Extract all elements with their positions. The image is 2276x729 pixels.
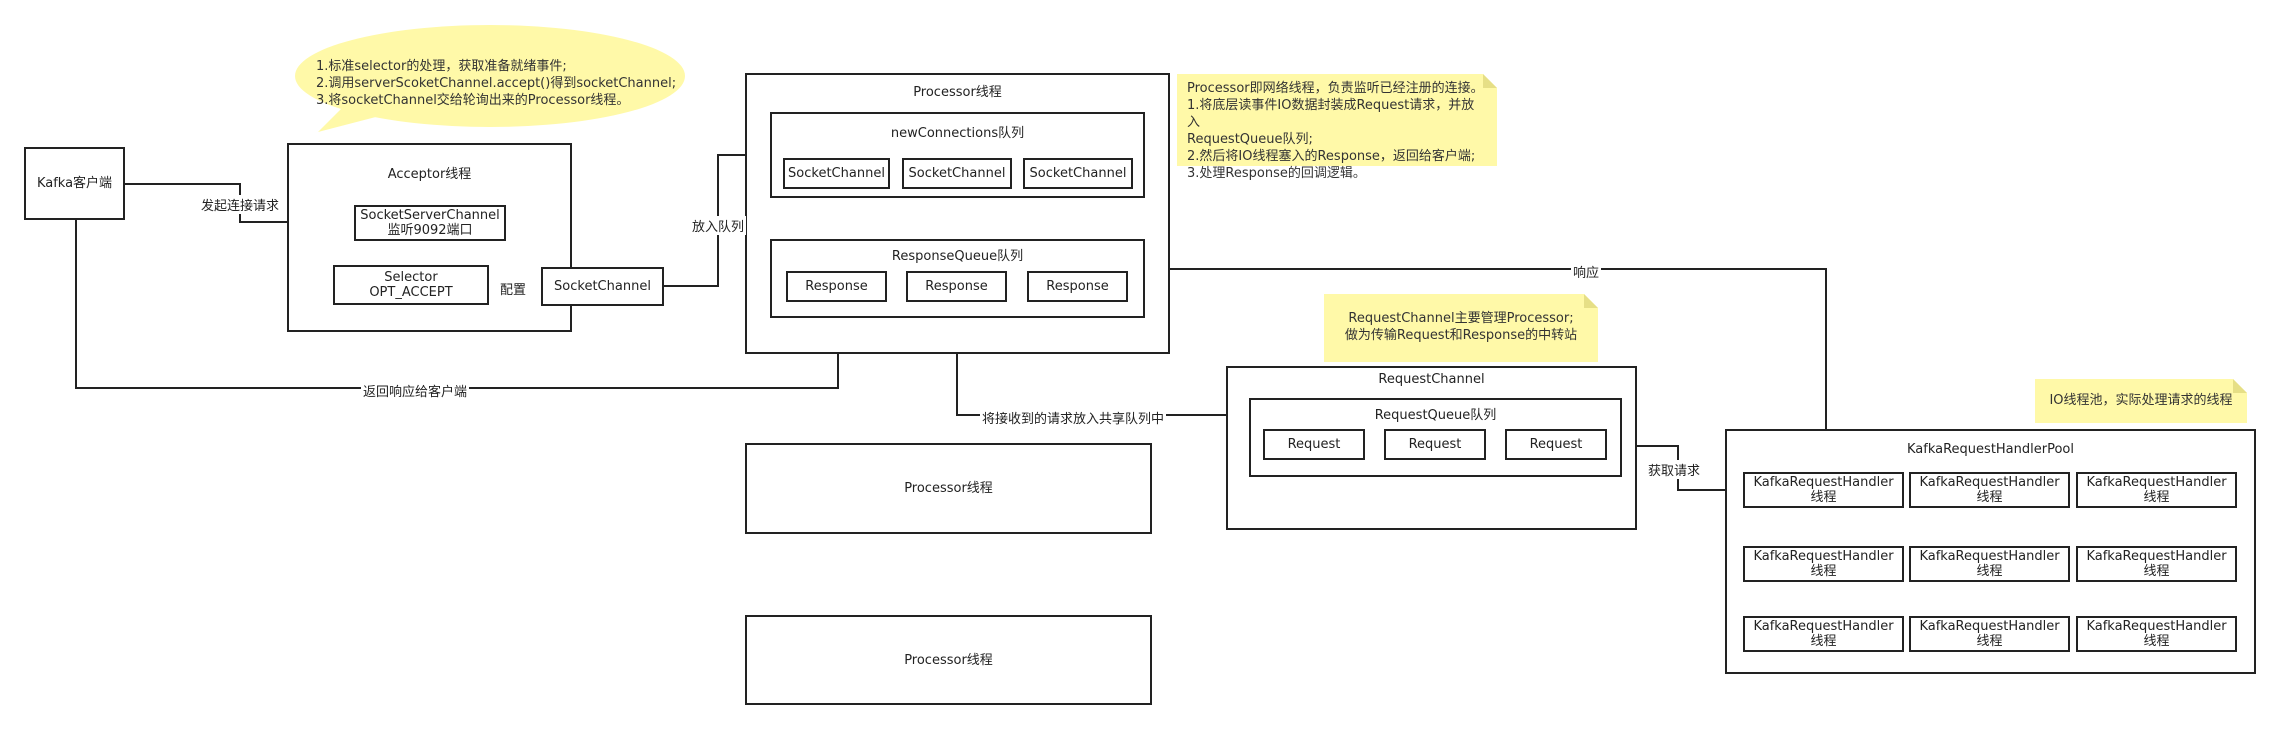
- processor-note-line3: RequestQueue队列;: [1187, 132, 1313, 147]
- bubble-note-line1: 1.标准selector的处理，获取准备就绪事件;: [316, 59, 567, 74]
- processor-note-line4: 2.然后将IO线程塞入的Response，返回给客户端;: [1187, 149, 1476, 164]
- handler-line2: 线程: [1976, 634, 2003, 649]
- edge-label-return-response: 返回响应给客户端: [361, 381, 470, 400]
- socket-channel-item-label: SocketChannel: [1029, 166, 1127, 181]
- selector-line1: Selector: [384, 270, 438, 285]
- handler-line1: KafkaRequestHandler: [1753, 549, 1894, 564]
- response-queue-title: ResponseQueue队列: [891, 249, 1024, 264]
- processor-thread-3-label: Processor线程: [904, 652, 993, 668]
- response-item: Response: [786, 271, 887, 302]
- processor-note-line5: 3.处理Response的回调逻辑。: [1187, 166, 1366, 181]
- response-item-label: Response: [925, 279, 988, 294]
- bubble-note-line3: 3.将socketChannel交给轮询出来的Processor线程。: [316, 93, 630, 108]
- request-item: Request: [1505, 429, 1607, 460]
- processor-note-line1: Processor即网络线程，负责监听已经注册的连接。: [1187, 81, 1484, 96]
- request-channel-title: RequestChannel: [1378, 372, 1485, 387]
- response-item: Response: [1027, 271, 1128, 302]
- handler-line1: KafkaRequestHandler: [2086, 619, 2227, 634]
- request-channel-note: RequestChannel主要管理Processor; 做为传输Request…: [1324, 294, 1598, 362]
- processor-note-line2: 1.将底层读事件IO数据封装成Request请求，并放入: [1187, 98, 1475, 130]
- request-item-label: Request: [1408, 437, 1462, 452]
- response-item: Response: [906, 271, 1007, 302]
- processor-thread-2: Processor线程: [745, 443, 1152, 534]
- selector-node: Selector OPT_ACCEPT: [333, 265, 489, 305]
- note-fold: [1483, 74, 1497, 88]
- handler-pool-title: KafkaRequestHandlerPool: [1907, 442, 2074, 457]
- io-thread-pool-note: IO线程池，实际处理请求的线程: [2035, 379, 2247, 423]
- handler-line1: KafkaRequestHandler: [1753, 475, 1894, 490]
- request-queue-title: RequestQueue队列: [1374, 408, 1497, 423]
- socket-channel-node: SocketChannel: [541, 267, 664, 306]
- handler-line2: 线程: [2143, 634, 2170, 649]
- kafka-client-node: Kafka客户端: [24, 147, 125, 220]
- bubble-note-text: 1.标准selector的处理，获取准备就绪事件; 2.调用serverScok…: [316, 58, 676, 109]
- handler-line1: KafkaRequestHandler: [1753, 619, 1894, 634]
- edge-label-initiate: 发起连接请求: [199, 195, 282, 214]
- processor-thread-3: Processor线程: [745, 615, 1152, 705]
- handler-line1: KafkaRequestHandler: [2086, 475, 2227, 490]
- request-item-label: Request: [1529, 437, 1583, 452]
- handler-line2: 线程: [2143, 490, 2170, 505]
- socket-channel-item: SocketChannel: [902, 158, 1012, 189]
- handler-line1: KafkaRequestHandler: [2086, 549, 2227, 564]
- edge-label-respond: 响应: [1571, 262, 1602, 281]
- edge-respond: [1141, 261, 1827, 472]
- processor-thread-2-label: Processor线程: [904, 481, 993, 496]
- socket-server-channel-line1: SocketServerChannel: [360, 208, 500, 223]
- handler-line2: 线程: [1810, 634, 1837, 649]
- response-item-label: Response: [805, 279, 868, 294]
- io-thread-pool-note-text: IO线程池，实际处理请求的线程: [2049, 393, 2233, 408]
- request-item: Request: [1263, 429, 1365, 460]
- handler-line1: KafkaRequestHandler: [1919, 475, 2060, 490]
- handler-line2: 线程: [1810, 564, 1837, 579]
- processor-note: Processor即网络线程，负责监听已经注册的连接。 1.将底层读事件IO数据…: [1177, 74, 1497, 181]
- acceptor-thread-title: Acceptor线程: [387, 167, 472, 182]
- bubble-note-line2: 2.调用serverScoketChannel.accept()得到socket…: [316, 76, 677, 91]
- edge-put-shared-queue: [956, 352, 1252, 423]
- processor-main-title: Processor线程: [913, 85, 1002, 100]
- request-item-label: Request: [1287, 437, 1341, 452]
- socket-channel-item-label: SocketChannel: [908, 166, 1006, 181]
- request-channel-note-line1: RequestChannel主要管理Processor;: [1348, 311, 1574, 326]
- handler-line1: KafkaRequestHandler: [1919, 549, 2060, 564]
- note-fold: [2233, 379, 2247, 393]
- new-connections-title: newConnections队列: [890, 126, 1025, 141]
- edge-label-enqueue: 放入队列: [690, 216, 747, 235]
- edge-label-fetch-request: 获取请求: [1646, 460, 1703, 479]
- response-item-label: Response: [1046, 279, 1109, 294]
- handler-line1: KafkaRequestHandler: [1919, 619, 2060, 634]
- socket-server-channel-line2: 监听9092端口: [387, 223, 473, 238]
- selector-line2: OPT_ACCEPT: [369, 285, 453, 300]
- handler-line2: 线程: [1810, 490, 1837, 505]
- socket-channel-item: SocketChannel: [1023, 158, 1133, 189]
- note-fold: [1584, 294, 1598, 308]
- edge-label-put-shared-queue: 将接收到的请求放入共享队列中: [980, 408, 1167, 427]
- kafka-client-label: Kafka客户端: [36, 176, 113, 191]
- handler-line2: 线程: [1976, 564, 2003, 579]
- socket-channel-item: SocketChannel: [783, 158, 890, 189]
- request-item: Request: [1384, 429, 1486, 460]
- edge-label-configure: 配置: [498, 279, 529, 298]
- handler-line2: 线程: [2143, 564, 2170, 579]
- request-channel-note-line2: 做为传输Request和Response的中转站: [1344, 328, 1578, 343]
- socket-channel-item-label: SocketChannel: [788, 166, 885, 181]
- socket-server-channel-node: SocketServerChannel 监听9092端口: [354, 205, 506, 241]
- handler-line2: 线程: [1976, 490, 2003, 505]
- socket-channel-label: SocketChannel: [554, 279, 651, 294]
